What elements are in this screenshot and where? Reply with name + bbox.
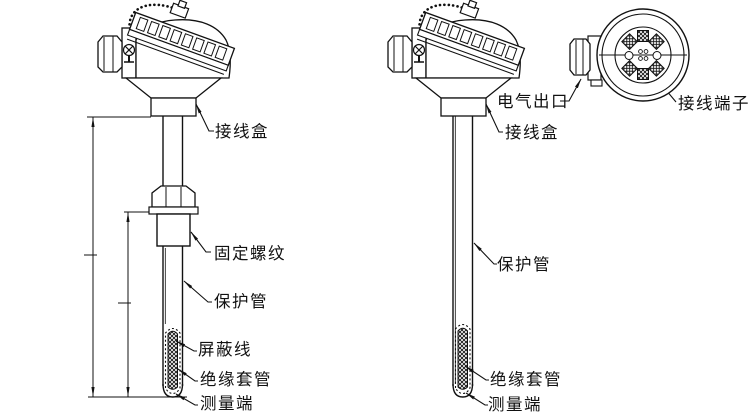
- label-fixing-thread: 固定螺纹: [214, 244, 286, 263]
- fixing-thread-block: [156, 213, 191, 247]
- terminal-post-left: [624, 51, 634, 60]
- junction-box-head-left: [96, 0, 236, 118]
- label-electrical-outlet: 电气出口: [497, 92, 569, 111]
- insulation-sleeve-left: [164, 327, 181, 395]
- label-protection-tube-left: 保护管: [214, 292, 268, 311]
- label-insulation-sleeve-right: 绝缘套管: [490, 370, 562, 389]
- protection-tube-upper-left: [162, 116, 184, 186]
- measuring-core-right: [457, 327, 468, 390]
- end-view-conduit-entry: [569, 35, 603, 87]
- dimension-lines: [84, 116, 187, 398]
- label-junction-box-right: 接线盒: [505, 123, 559, 142]
- centre-terminals: [638, 49, 649, 61]
- label-shielded-wire: 屏蔽线: [198, 340, 252, 359]
- shielded-wire-core-left: [167, 330, 178, 390]
- label-protection-tube-right: 保护管: [497, 255, 551, 274]
- terminal-screws: [621, 30, 665, 80]
- flange-washer: [148, 206, 199, 215]
- terminal-post-right: [652, 51, 662, 60]
- label-measuring-end-left: 测量端: [200, 394, 254, 413]
- hex-nut: [151, 185, 196, 208]
- protection-tube-right: [452, 116, 474, 398]
- terminal-end-view: [569, 8, 690, 102]
- leader-lines-right: [464, 77, 677, 406]
- label-insulation-sleeve-left: 绝缘套管: [200, 370, 272, 389]
- label-measuring-end-right: 测量端: [488, 395, 542, 414]
- insulation-sleeve-right: [454, 323, 471, 395]
- left-assembly: 接线盒 固定螺纹 保护管 屏蔽线 绝缘套管 测量端: [84, 0, 286, 413]
- label-terminal: 接线端子: [678, 94, 750, 113]
- right-assembly: 电气出口 接线盒 保护管 绝缘套管 测量端 接线端子: [386, 0, 750, 414]
- leader-lines-left: [175, 103, 214, 406]
- label-junction-box-left: 接线盒: [215, 122, 269, 141]
